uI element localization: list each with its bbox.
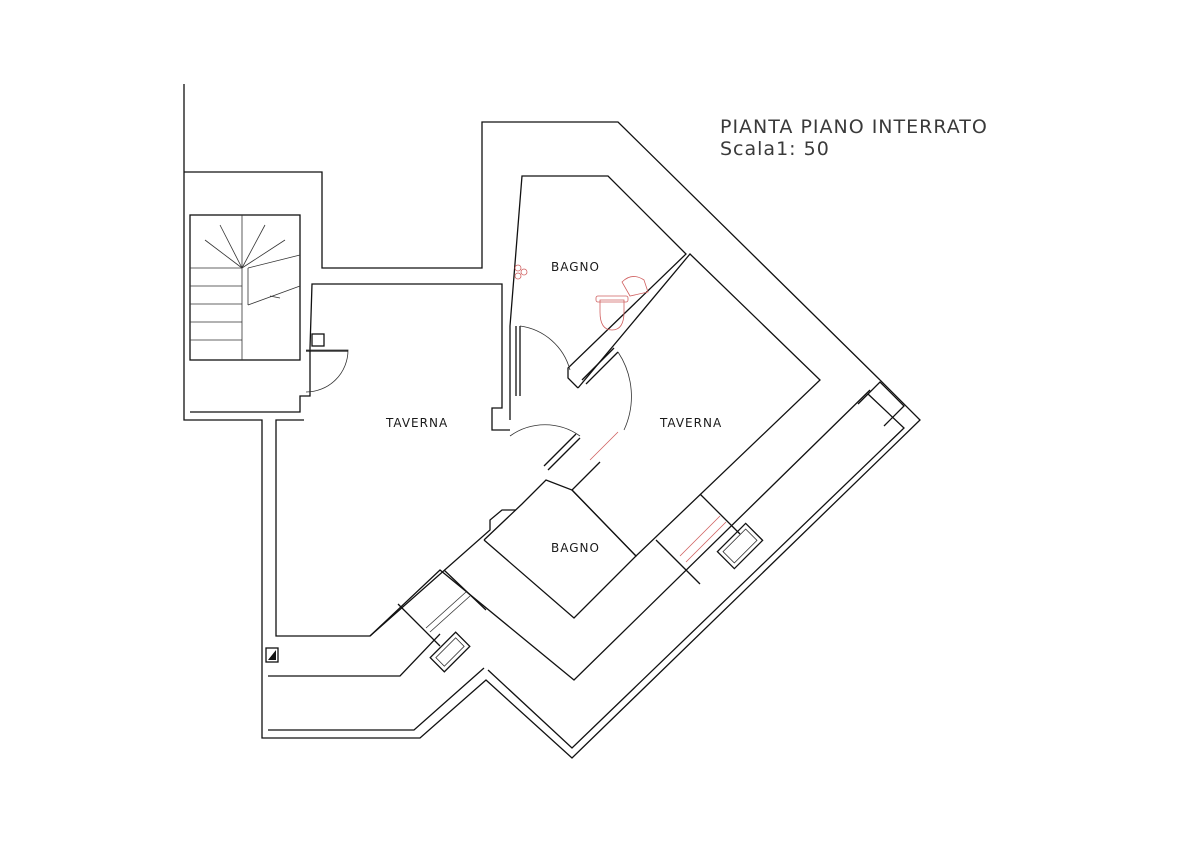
bagno-top-room: BAGNO [509,175,687,420]
door-swing-corridor [509,424,581,437]
bagno-bottom-room: BAGNO [483,479,637,619]
stair-well [189,214,301,361]
room-label-bagno-bottom: BAGNO [551,541,600,555]
toilet-fixture [621,276,649,297]
room-label-taverna-left: TAVERNA [385,416,448,430]
taverna-left-room: TAVERNA [275,283,516,637]
right-outer-face [487,393,905,749]
lower-courtyard-wall [268,633,441,677]
section-marker [265,647,279,663]
door-swing-left [305,349,349,393]
light-well-left [425,591,471,673]
bidet-fixture [595,295,629,331]
bottom-outer-face [268,667,485,731]
right-light-strip [857,381,905,427]
room-label-taverna-right: TAVERNA [659,416,722,430]
north-boundary-line [183,84,921,759]
drawing-title: PIANTA PIANO INTERRATO Scala1: 50 [720,116,988,160]
taverna-right-room: TAVERNA [509,253,821,557]
door-swing-taverna-right [617,351,632,431]
staircase [189,214,301,361]
perimeter-corridor [369,389,871,681]
sink-fixture [514,264,528,280]
title-plan-name: PIANTA PIANO INTERRATO [720,116,988,138]
room-label-bagno-top: BAGNO [551,260,600,274]
door-swing-bagno-top [519,325,571,371]
column [311,333,325,347]
outer-walls [183,84,921,759]
outer-wall-inner-face [190,348,311,413]
light-well-right [679,515,764,570]
upper-outer-wall [184,121,881,381]
title-scale: Scala1: 50 [720,138,830,160]
